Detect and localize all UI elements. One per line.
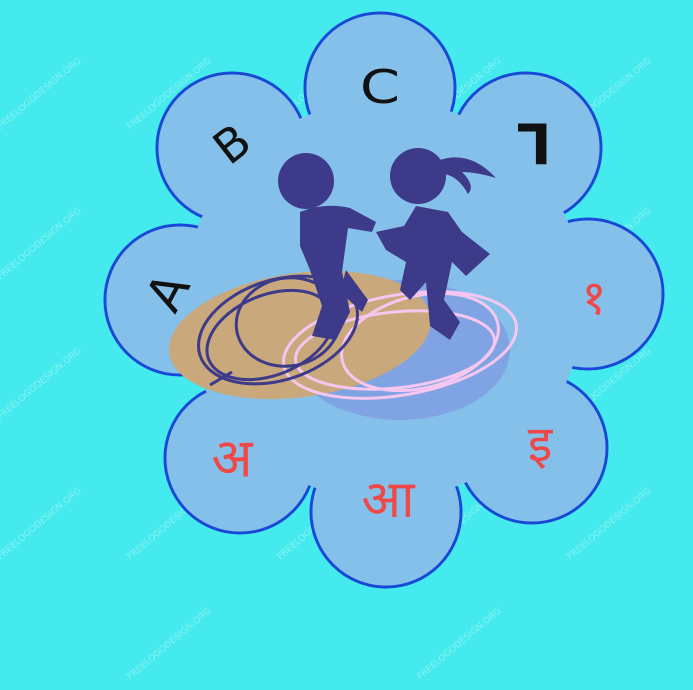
- letter-dev-aa: आ: [361, 470, 415, 530]
- letter-dev-a: अ: [211, 427, 254, 490]
- letter-dev-e: इ: [528, 415, 554, 473]
- letter-c: C: [360, 61, 400, 114]
- letter-devanagari-top: ᒣ: [516, 114, 551, 179]
- dancing-children-icon: [278, 148, 496, 340]
- letter-dev-one: १: [582, 270, 607, 326]
